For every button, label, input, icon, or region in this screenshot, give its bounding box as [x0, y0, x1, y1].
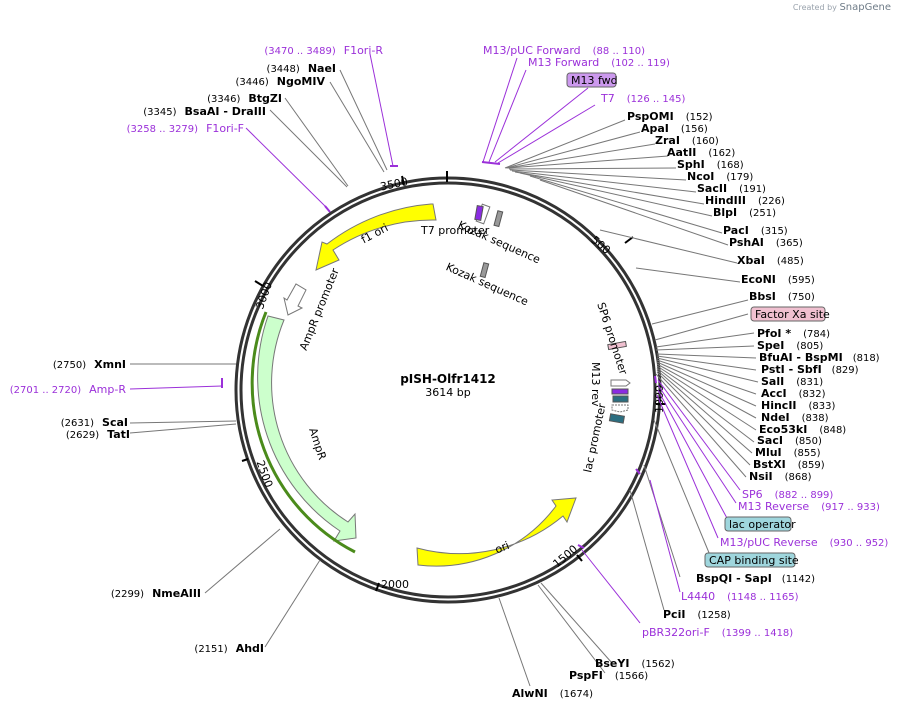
primer-leader-lines	[129, 53, 741, 624]
snapgene-credit: Created by SnapGene	[793, 2, 891, 13]
primer-f1ori-r[interactable]: (3470 .. 3489)F1ori-R	[264, 44, 383, 57]
site-sali[interactable]: SalI(831)	[761, 375, 823, 388]
site-blpi[interactable]: BlpI(251)	[713, 206, 776, 219]
primer-f1ori-f[interactable]: (3258 .. 3279)F1ori-F	[127, 122, 244, 135]
ampr-translation-track	[250, 311, 356, 554]
feature-label-ampr: AmpR	[306, 426, 329, 462]
site-sacii[interactable]: SacII(191)	[697, 182, 766, 195]
cap-binding-label: CAP binding site	[709, 554, 799, 567]
factor-xa-box	[750, 306, 826, 322]
plasmid-name: pISH-Olfr1412	[400, 372, 496, 386]
site-saci[interactable]: SacI(850)	[757, 434, 822, 447]
m13-fwd-box	[566, 72, 617, 88]
tick-label-3500: 3500	[379, 175, 409, 194]
primer-marks	[221, 161, 657, 549]
site-spei[interactable]: SpeI(805)	[757, 339, 823, 352]
site-tati[interactable]: (2629)TatI	[66, 428, 130, 441]
feature-kozak-1[interactable]	[493, 210, 504, 228]
primer-pbr322ori-f[interactable]: pBR322ori-F(1399 .. 1418)	[642, 626, 793, 639]
site-zrai[interactable]: ZraI(160)	[655, 134, 719, 147]
site-btgzi[interactable]: (3346)BtgZI	[207, 92, 282, 105]
primer-sp6[interactable]: SP6(882 .. 899)	[742, 488, 833, 501]
feature-ampr[interactable]	[257, 315, 357, 542]
site-nsii[interactable]: NsiI(868)	[749, 470, 812, 483]
right-sites: PspOMI(152) ApaI(156) ZraI(160) AatII(16…	[512, 110, 880, 700]
tick-label-1000: 1000	[653, 385, 666, 413]
site-pfoi[interactable]: PfoI *(784)	[757, 327, 830, 340]
primer-m13-forward[interactable]: M13 Forward(102 .. 119)	[528, 56, 670, 69]
primers: (3470 .. 3489)F1ori-R (3258 .. 3279)F1or…	[10, 44, 889, 639]
site-pcii[interactable]: PciI(1258)	[663, 608, 731, 621]
feature-factor-xa[interactable]	[607, 340, 627, 351]
site-ahdi[interactable]: (2151)AhdI	[194, 642, 264, 655]
feature-kozak-2[interactable]	[479, 262, 490, 279]
site-eco53ki[interactable]: Eco53kI(848)	[759, 423, 846, 436]
snapgene-brand: SnapGene	[839, 2, 891, 13]
t7-marker	[474, 205, 484, 221]
site-pspomi[interactable]: PspOMI(152)	[627, 110, 713, 123]
site-pshai[interactable]: PshAI(365)	[729, 236, 803, 249]
site-apai[interactable]: ApaI(156)	[641, 122, 708, 135]
cap-binding-box	[704, 552, 796, 568]
site-bfuai-bspmi[interactable]: BfuAI - BspMI(818)	[759, 351, 880, 364]
site-alwni[interactable]: AlwNI(1674)	[512, 687, 593, 700]
feature-label-ampr-promoter: AmpR promoter	[297, 266, 342, 352]
site-bsaai-draiii[interactable]: (3345)BsaAI - DraIII	[143, 105, 266, 118]
tick-label-2000: 2000	[381, 578, 409, 591]
site-bspqi-sapi[interactable]: BspQI - SapI(1142)	[696, 572, 815, 585]
primer-t7[interactable]: T7(126 .. 145)	[600, 92, 686, 105]
site-bbsi[interactable]: BbsI(750)	[749, 290, 815, 303]
feature-cap-site-marker	[608, 413, 625, 424]
site-scai[interactable]: (2631)ScaI	[61, 416, 128, 429]
site-nmeaiii[interactable]: (2299)NmeAIII	[111, 587, 201, 600]
tick-label-3000: 3000	[253, 280, 275, 311]
feature-label-t7-promoter: T7 promoter	[420, 224, 490, 237]
primer-m13-puc-reverse[interactable]: M13/pUC Reverse(930 .. 952)	[720, 536, 888, 549]
site-bstxi[interactable]: BstXI(859)	[753, 458, 825, 471]
feature-label-lac-promoter: lac promoter	[581, 402, 608, 474]
left-sites: (3448)NaeI (3446)NgoMIV (3346)BtgZI (334…	[53, 62, 336, 655]
m13-fwd-label: M13 fwd	[571, 74, 618, 87]
site-xbai[interactable]: XbaI(485)	[737, 254, 804, 267]
primer-m13-reverse[interactable]: M13 Reverse(917 .. 933)	[738, 500, 880, 513]
site-ncoi[interactable]: NcoI(179)	[687, 170, 753, 183]
left-leader-lines	[129, 69, 388, 648]
site-ngomiv[interactable]: (3446)NgoMIV	[236, 75, 326, 88]
lac-operator-box	[724, 516, 792, 532]
plasmid-length: 3614 bp	[425, 386, 470, 399]
site-hindiii[interactable]: HindIII(226)	[705, 194, 785, 207]
credit-prefix: Created by	[792, 3, 837, 12]
feature-sp6-arrow[interactable]	[610, 379, 631, 387]
site-bseyi[interactable]: BseYI(1562)	[595, 657, 675, 670]
site-acci[interactable]: AccI(832)	[761, 387, 826, 400]
feature-ori[interactable]	[416, 497, 577, 567]
feature-label-ori: ori	[493, 539, 511, 556]
site-aatii[interactable]: AatII(162)	[667, 146, 735, 159]
site-econi[interactable]: EcoNI(595)	[741, 273, 815, 286]
feature-lac-operator-marker	[612, 395, 629, 403]
right-leader-lines	[498, 119, 759, 687]
primer-l4440[interactable]: L4440(1148 .. 1165)	[681, 590, 799, 603]
feature-label-m13-rev: M13 rev	[589, 362, 602, 407]
feature-ampr-promoter[interactable]	[283, 283, 307, 316]
feature-lac-promoter[interactable]	[611, 404, 629, 413]
factor-xa-label: Factor Xa site	[755, 308, 830, 321]
site-psti-sbfi[interactable]: PstI - SbfI(829)	[761, 363, 859, 376]
feature-m13-rev[interactable]	[611, 388, 629, 395]
site-xmni[interactable]: (2750)XmnI	[53, 358, 126, 371]
site-naei[interactable]: (3448)NaeI	[267, 62, 336, 75]
site-paci[interactable]: PacI(315)	[723, 224, 788, 237]
site-mlui[interactable]: MluI(855)	[755, 446, 821, 459]
primer-m13-puc-forward[interactable]: M13/pUC Forward(88 .. 110)	[483, 44, 645, 57]
primer-amp-r[interactable]: (2701 .. 2720)Amp-R	[10, 383, 127, 396]
feature-f1-ori[interactable]	[315, 203, 437, 271]
lac-operator-label: lac operator	[729, 518, 796, 531]
site-ndei[interactable]: NdeI(838)	[761, 411, 829, 424]
site-sphi[interactable]: SphI(168)	[677, 158, 744, 171]
plasmid-backbone-inner	[239, 181, 657, 599]
site-hincii[interactable]: HincII(833)	[761, 399, 836, 412]
site-pspfi[interactable]: PspFI(1566)	[569, 669, 648, 682]
